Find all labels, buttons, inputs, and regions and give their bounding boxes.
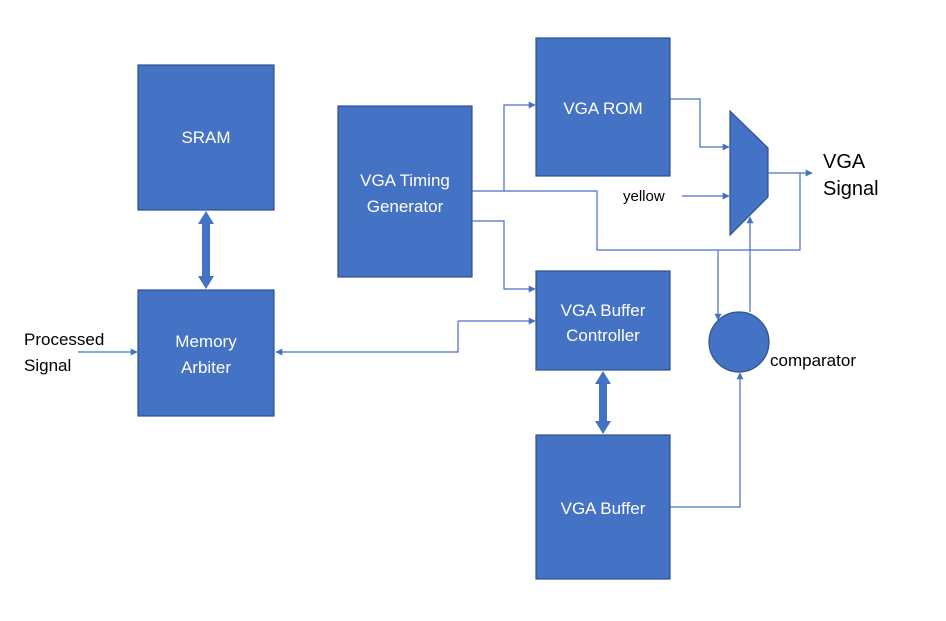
vga-rom-block: VGA ROM [535,37,671,177]
vga-signal-label-line1: VGA [823,151,866,173]
arbiter-controller-link [275,321,459,356]
controller-buffer-bus [595,371,611,434]
rom-to-mux-wire [670,98,730,151]
feedback-wire [504,173,801,251]
buffer-to-comparator-wire [670,372,744,508]
vga-rom-label: VGA ROM [563,99,642,118]
comparator-circle [708,311,770,373]
vga-buffer-controller-block: VGA Buffer Controller [535,270,671,371]
memory-arbiter-label-line1: Memory [175,332,237,351]
yellow-label: yellow [623,188,665,205]
memory-arbiter-label-line2: Arbiter [181,358,231,377]
comparator-label: comparator [770,351,856,370]
sram-block: SRAM [137,64,275,211]
memory-arbiter-block: Memory Arbiter [137,289,275,417]
vga-buffer-controller-label-line1: VGA Buffer [561,301,646,320]
sram-label: SRAM [181,128,230,147]
processed-signal-label-line2: Signal [24,356,71,375]
multiplexer-shape [729,109,769,237]
vga-timing-generator-label-line1: VGA Timing [360,171,450,190]
timing-to-controller-wire [472,220,536,293]
vga-timing-generator-label-line2: Generator [367,197,444,216]
sram-arbiter-bus [198,211,214,289]
vga-signal-label-line2: Signal [823,178,879,200]
vga-timing-generator-block: VGA Timing Generator [337,105,473,278]
processed-signal-label-line1: Processed [24,330,104,349]
vga-buffer-label: VGA Buffer [561,499,646,518]
timing-to-rom-wire [472,101,536,192]
vga-buffer-controller-label-line2: Controller [566,326,640,345]
vga-buffer-block: VGA Buffer [535,434,671,580]
